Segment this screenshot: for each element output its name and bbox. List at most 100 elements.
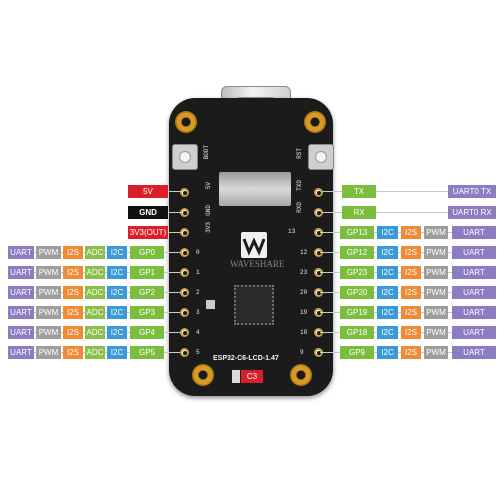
- right-pwm-badge: PWM: [424, 286, 448, 299]
- right-gpio-badge: GP13: [340, 226, 374, 239]
- left-header-pin: [180, 268, 189, 277]
- right-i2c-badge: I2C: [377, 286, 398, 299]
- mount-hole-bottom-left: [192, 364, 214, 386]
- silk-right-number: 18: [300, 329, 308, 336]
- left-adc-badge: ADC: [85, 306, 105, 319]
- left-gpio-badge: GP2: [130, 286, 164, 299]
- right-i2c-badge: I2C: [377, 226, 398, 239]
- silk-left-number: 0: [196, 249, 200, 256]
- left-i2c-badge: I2C: [107, 346, 127, 359]
- left-pwm-badge: PWM: [36, 306, 61, 319]
- silk-right-number: 23: [300, 269, 308, 276]
- right-uart-badge: UART: [452, 266, 496, 279]
- connector-line: [168, 232, 182, 233]
- mcu-chip: [234, 285, 274, 325]
- silk-13: 13: [288, 228, 296, 235]
- silk-3v3: 3V3: [205, 222, 212, 233]
- left-pwm-badge: PWM: [36, 286, 61, 299]
- right-pwm-badge: PWM: [424, 326, 448, 339]
- board-model-label: ESP32-C6-LCD-1.47: [213, 355, 279, 362]
- boot-silk-label: BOOT: [203, 145, 210, 160]
- silk-left-number: 4: [196, 329, 200, 336]
- silk-left-number: 1: [196, 269, 200, 276]
- left-adc-badge: ADC: [85, 246, 105, 259]
- right-i2c-badge: I2C: [377, 266, 398, 279]
- silk-txd: TXD: [296, 180, 303, 191]
- right-i2s-badge: I2S: [401, 246, 421, 259]
- left-i2c-badge: I2C: [107, 246, 127, 259]
- left-header-pin: [180, 248, 189, 257]
- waveshare-logo-icon: [241, 232, 267, 258]
- left-gpio-badge: GP4: [130, 326, 164, 339]
- power-label-5v: 5V: [128, 185, 168, 198]
- connector-line: [376, 191, 448, 192]
- connector-line: [168, 212, 182, 213]
- right-pwm-badge: PWM: [424, 266, 448, 279]
- connector-line: [376, 212, 448, 213]
- left-uart-badge: UART: [8, 326, 34, 339]
- left-adc-badge: ADC: [85, 326, 105, 339]
- silk-right-number: 20: [300, 289, 308, 296]
- right-gpio-badge: GP20: [340, 286, 374, 299]
- right-pwm-badge: PWM: [424, 306, 448, 319]
- left-i2s-badge: I2S: [63, 286, 83, 299]
- mount-hole-top-right: [304, 111, 326, 133]
- right-i2s-badge: I2S: [401, 226, 421, 239]
- left-header-pin: [180, 288, 189, 297]
- left-pwm-badge: PWM: [36, 246, 61, 259]
- right-header-pin: [314, 188, 323, 197]
- right-gpio-badge: GP23: [340, 266, 374, 279]
- left-gpio-badge: GP0: [130, 246, 164, 259]
- right-i2c-badge: I2C: [377, 326, 398, 339]
- left-i2c-badge: I2C: [107, 326, 127, 339]
- left-gpio-badge: GP1: [130, 266, 164, 279]
- silk-left-number: 2: [196, 289, 200, 296]
- silk-left-number: 5: [196, 349, 200, 356]
- small-component: [206, 300, 215, 309]
- left-uart-badge: UART: [8, 246, 34, 259]
- right-pwm-badge: PWM: [424, 246, 448, 259]
- rf-shield: [219, 172, 291, 206]
- right-uart-badge: UART: [452, 286, 496, 299]
- right-i2c-badge: I2C: [377, 346, 398, 359]
- right-gpio-badge: GP9: [340, 346, 374, 359]
- left-header-pin: [180, 328, 189, 337]
- silk-5v: 5V: [205, 182, 212, 190]
- right-i2s-badge: I2S: [401, 266, 421, 279]
- right-tx-label: TX: [342, 185, 376, 198]
- connector-line: [322, 212, 348, 213]
- left-gpio-badge: GP3: [130, 306, 164, 319]
- right-uart-badge: UART: [452, 246, 496, 259]
- c3-label: C3: [246, 372, 258, 381]
- rst-silk-label: RST: [296, 148, 303, 159]
- left-header-pin: [180, 308, 189, 317]
- silk-right-number: 19: [300, 309, 308, 316]
- left-i2s-badge: I2S: [63, 346, 83, 359]
- right-uart-badge: UART: [452, 226, 496, 239]
- right-uart-badge: UART: [452, 306, 496, 319]
- left-pwm-badge: PWM: [36, 326, 61, 339]
- left-i2c-badge: I2C: [107, 266, 127, 279]
- rst-button[interactable]: [308, 144, 334, 170]
- silk-gnd: GND: [205, 205, 212, 216]
- connector-line: [168, 191, 182, 192]
- right-rx-label: RX: [342, 206, 376, 219]
- left-adc-badge: ADC: [85, 266, 105, 279]
- left-adc-badge: ADC: [85, 346, 105, 359]
- right-gpio-badge: GP19: [340, 306, 374, 319]
- right-pwm-badge: PWM: [424, 226, 448, 239]
- right-gpio-badge: GP18: [340, 326, 374, 339]
- left-pwm-badge: PWM: [36, 346, 61, 359]
- watermark-text: WAVESHARE: [230, 259, 285, 269]
- right-rx-uart-label: UART0 RX: [448, 206, 496, 219]
- left-uart-badge: UART: [8, 306, 34, 319]
- silk-right-number: 9: [300, 349, 304, 356]
- power-label-3v3out: 3V3(OUT): [128, 226, 168, 239]
- left-gpio-badge: GP5: [130, 346, 164, 359]
- right-i2s-badge: I2S: [401, 346, 421, 359]
- mount-hole-top-left: [175, 111, 197, 133]
- silk-right-number: 12: [300, 249, 308, 256]
- boot-button[interactable]: [172, 144, 198, 170]
- left-uart-badge: UART: [8, 286, 34, 299]
- right-gpio-badge: GP12: [340, 246, 374, 259]
